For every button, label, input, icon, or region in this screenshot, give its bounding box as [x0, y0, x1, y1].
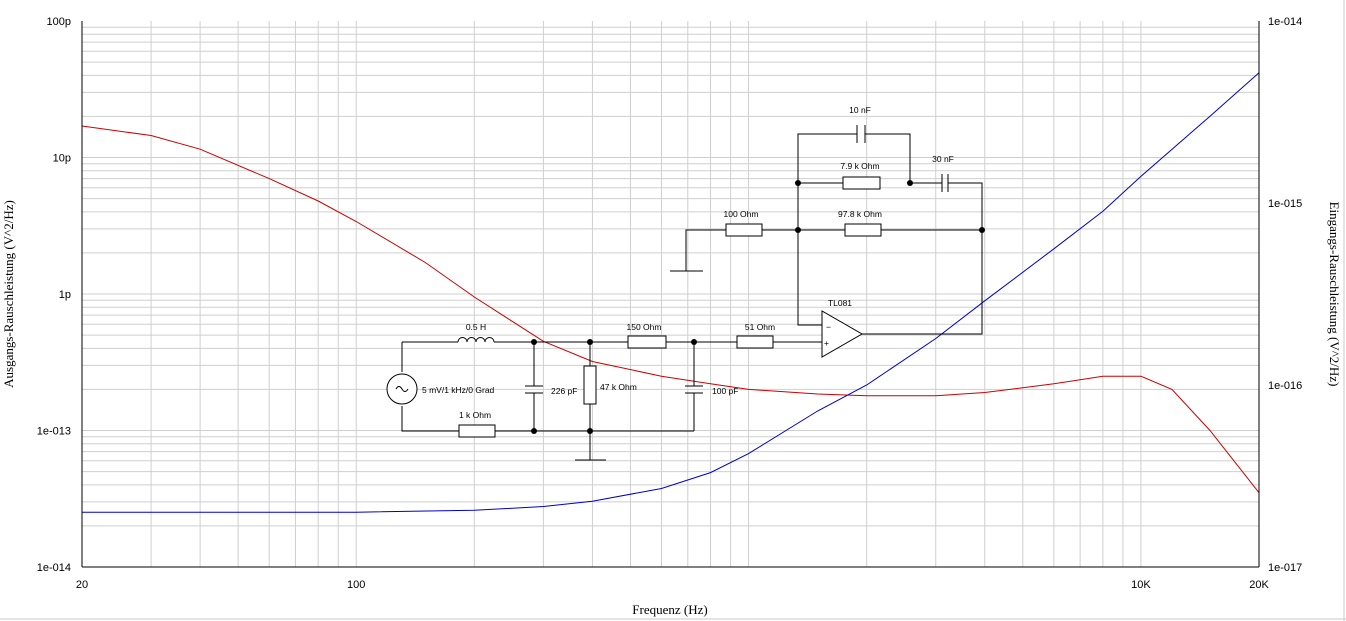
resistor-100-icon [725, 223, 763, 237]
y-axis-right-label: Eingangs-Rauschleistung (V^2/Hz) [1327, 202, 1342, 387]
input-bottom-wire [401, 342, 694, 432]
capacitor-226pf-icon [525, 342, 543, 431]
resistor-100-label: 100 Ohm [724, 209, 759, 219]
resistor-1k-label: 1 k Ohm [459, 410, 491, 420]
source-label: 5 mV/1 kHz/0 Grad [422, 385, 495, 395]
y-tick-label-left: 10p [53, 153, 71, 165]
resistor-100-wire [670, 229, 798, 272]
y-tick-label-left: 1p [59, 289, 71, 301]
inductor-label: 0.5 H [466, 322, 486, 332]
resistor-150-icon [627, 335, 667, 349]
y-tick-label-left: 1e-013 [37, 426, 71, 438]
capacitor-100pf-icon [685, 342, 703, 431]
y-tick-label-right: 1e-016 [1268, 380, 1302, 392]
junction-dot [795, 180, 801, 186]
resistor-7k9-icon [842, 176, 881, 190]
junction-dot [531, 428, 537, 434]
y-tick-label-left: 100p [47, 16, 71, 28]
curves [81, 72, 1260, 513]
tick-labels: 20 100 10K 20K 100p 10p 1p 1e-013 1e-014 1e-014 1e… [37, 16, 1303, 591]
resistor-47k-icon [583, 365, 597, 405]
capacitor-30nf-icon [941, 174, 949, 192]
junction-dot [795, 227, 801, 233]
x-tick-label: 20K [1249, 579, 1269, 591]
feedback-wire [797, 182, 983, 335]
resistor-47k-label: 47 k Ohm [600, 382, 637, 392]
grid [81, 21, 1260, 568]
y-tick-label-right: 1e-017 [1268, 562, 1302, 574]
sine-wave-icon [395, 386, 409, 392]
x-tick-label: 10K [1131, 579, 1151, 591]
opamp-minus: − [826, 322, 831, 332]
capacitor-226pf-label: 226 pF [551, 386, 577, 396]
y-axis-left-label: Ausgangs-Rauschleistung (V^2/Hz) [1, 200, 16, 388]
resistor-150-label: 150 Ohm [627, 322, 662, 332]
resistor-51-label: 51 Ohm [745, 322, 775, 332]
y-tick-label-right: 1e-015 [1268, 198, 1302, 210]
junction-dot [587, 339, 593, 345]
series-line-input-noise [82, 72, 1260, 513]
x-tick-label: 20 [76, 579, 88, 591]
opamp-label: TL081 [828, 298, 852, 308]
circuit-schematic: 5 mV/1 kHz/0 Grad 0.5 H 226 pF 47 k Ohm … [386, 105, 985, 461]
opamp-icon [821, 310, 864, 358]
feedback-10nf-wire [797, 133, 911, 183]
resistor-51-icon [736, 335, 774, 349]
resistor-97k8-label: 97.8 k Ohm [838, 209, 882, 219]
junction-dot [691, 339, 697, 345]
junction-dot [587, 428, 593, 434]
capacitor-10nf-label: 10 nF [849, 105, 871, 115]
y-tick-label-right: 1e-014 [1268, 16, 1302, 28]
junction-dot [979, 227, 985, 233]
inductor-icon [457, 337, 495, 343]
junction-dot [531, 339, 537, 345]
capacitor-30nf-label: 30 nF [932, 154, 954, 164]
x-axis-label: Frequenz (Hz) [632, 602, 707, 617]
resistor-7k9-label: 7.9 k Ohm [840, 161, 879, 171]
capacitor-10nf-icon [856, 125, 866, 143]
x-tick-label: 100 [347, 579, 365, 591]
series-line-output-noise [81, 125, 1260, 494]
resistor-1k-icon [458, 424, 496, 438]
junction-dot [907, 180, 913, 186]
capacitor-100pf-label: 100 pF [712, 386, 738, 396]
opamp-plus: + [824, 338, 829, 348]
resistor-97k8-icon [844, 223, 882, 237]
y-tick-label-left: 1e-014 [37, 562, 71, 574]
